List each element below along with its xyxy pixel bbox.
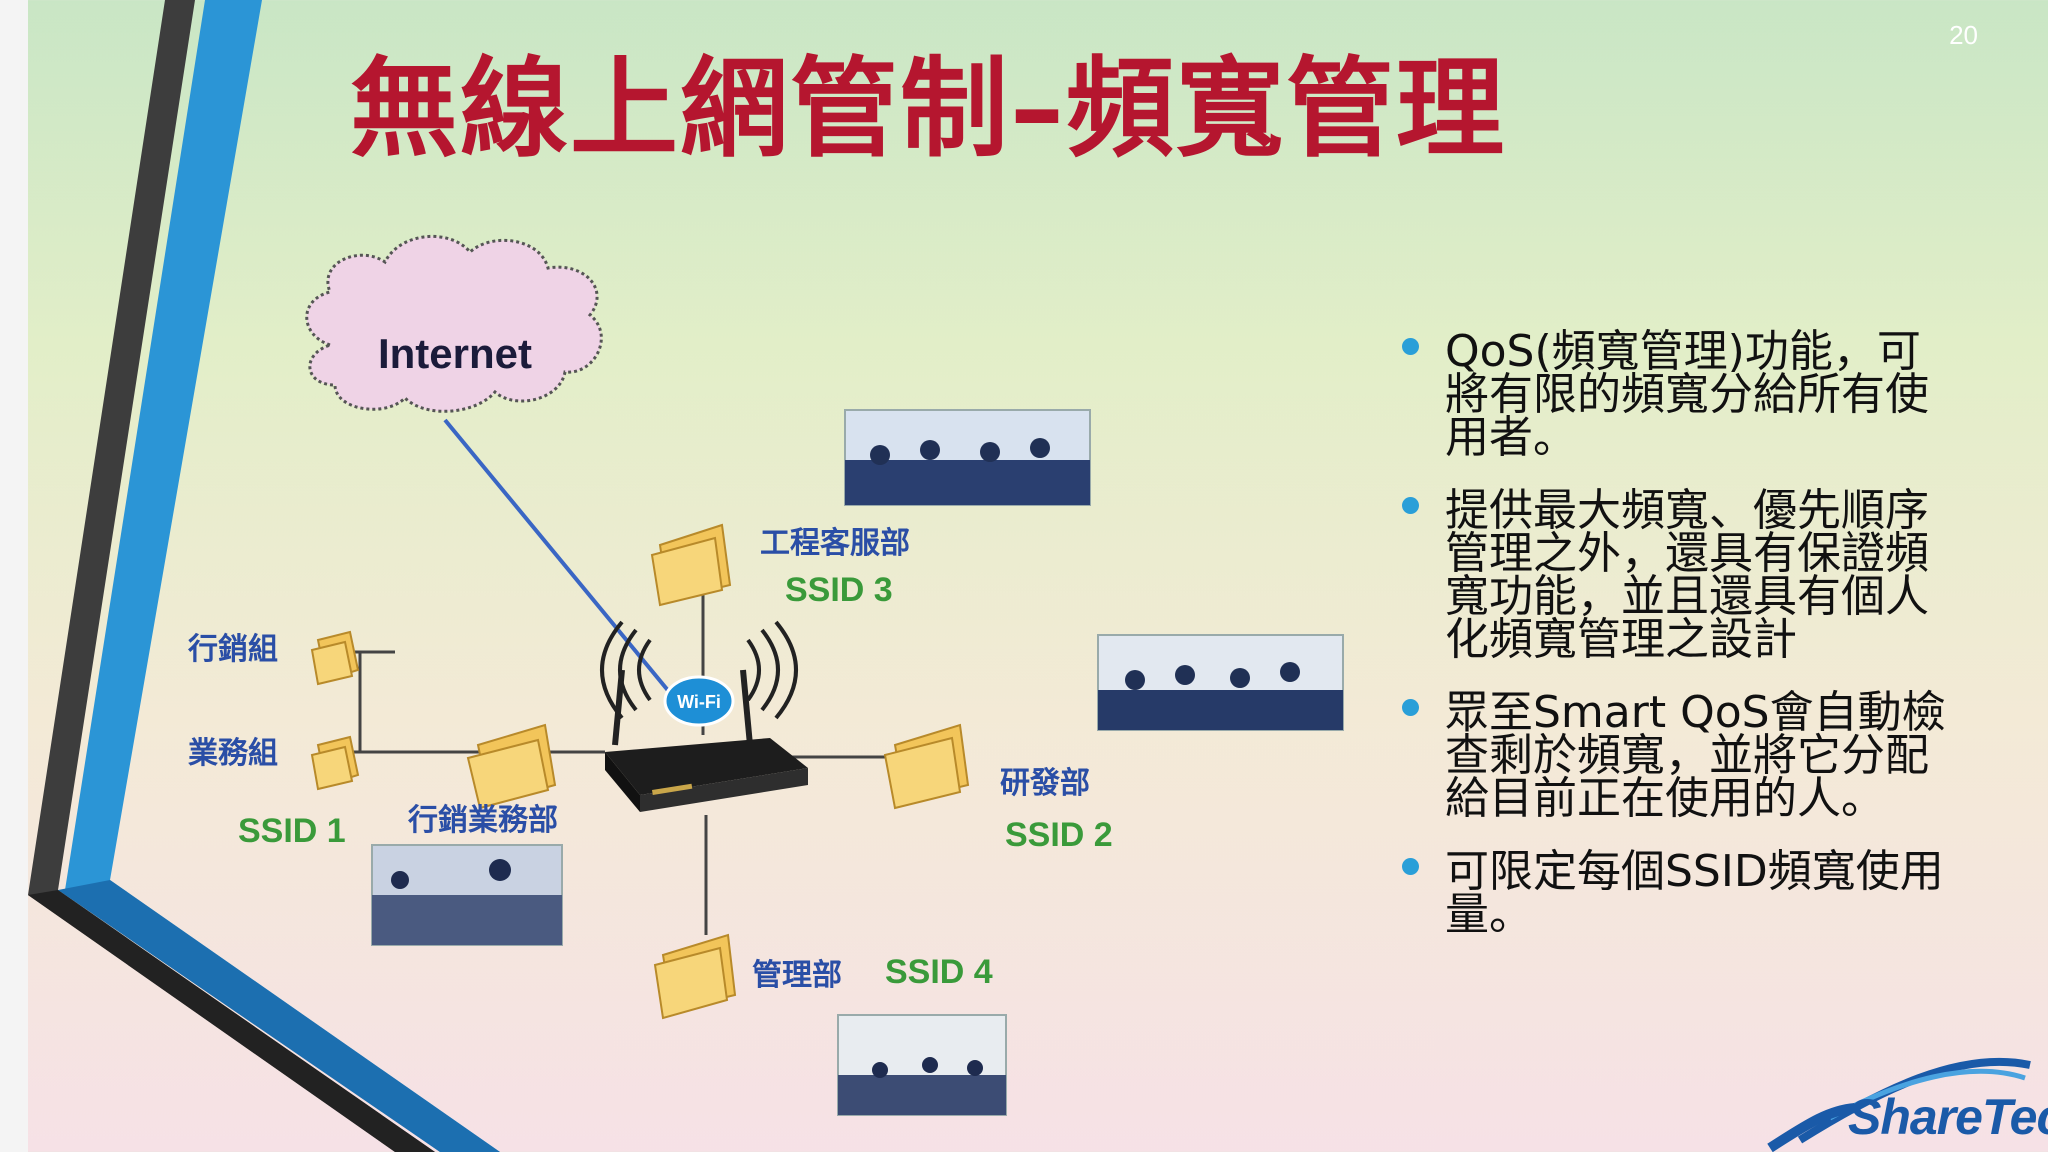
folder-icon-engineering-dept: [650, 523, 732, 607]
wifi-label: Wi-Fi: [677, 692, 721, 712]
bullet-list: QoS(頻寬管理)功能，可將有限的頻寬分給所有使用者。 提供最大頻寬、優先順序管…: [1400, 330, 2030, 966]
ssid2-label: SSID 2: [1005, 816, 1113, 854]
router-icon: [600, 620, 808, 812]
ssid4-label: SSID 4: [885, 953, 993, 991]
sharetech-logo: ShareTech: [1848, 1089, 2048, 1145]
bullet-dot-icon: [1402, 497, 1419, 514]
internet-cloud-icon: [305, 234, 603, 413]
office-photo-engineering: [844, 409, 1091, 506]
label-marketing-business-dept: 行銷業務部: [407, 803, 558, 838]
label-marketing-team: 行銷組: [187, 632, 278, 667]
internet-link: [443, 418, 682, 707]
label-business-team: 業務組: [188, 736, 278, 771]
folder-icon-management-dept: [653, 933, 737, 1020]
office-photo-management: [837, 1014, 1007, 1116]
folder-icon-marketing-business-dept: [466, 723, 557, 810]
label-rnd-dept: 研發部: [1000, 766, 1090, 801]
bullet-item: 提供最大頻寬、優先順序管理之外，還具有保證頻寬功能，並且還具有個人化頻寬管理之設…: [1400, 489, 2030, 662]
wifi-badge-icon: Wi-Fi: [663, 675, 735, 727]
bullet-dot-icon: [1402, 338, 1419, 355]
office-photo-rnd: [1097, 634, 1344, 731]
ssid1-label: SSID 1: [238, 812, 346, 850]
office-photo-marketing: [371, 844, 563, 946]
folder-icon-rnd-dept: [883, 723, 970, 810]
folder-icon-business-team: [310, 735, 360, 791]
label-engineering-service-dept: 工程客服部: [760, 526, 910, 561]
label-management-dept: 管理部: [752, 958, 842, 993]
internet-label: Internet: [378, 330, 532, 377]
bullet-dot-icon: [1402, 699, 1419, 716]
sharetech-swoosh-icon: [1767, 1057, 2031, 1152]
bullet-dot-icon: [1402, 858, 1419, 875]
bullet-item: QoS(頻寬管理)功能，可將有限的頻寬分給所有使用者。: [1400, 330, 2030, 460]
folder-icon-marketing-team: [310, 630, 360, 686]
slide-title: 無線上網管制–頻寬管理: [350, 47, 1507, 172]
ssid3-label: SSID 3: [785, 571, 893, 609]
bullet-item: 眾至Smart QoS會自動檢查剩於頻寬，並將它分配給目前正在使用的人。: [1400, 691, 2030, 821]
page-number: 20: [1949, 20, 1978, 50]
bullet-item: 可限定每個SSID頻寬使用量。: [1400, 850, 2030, 937]
